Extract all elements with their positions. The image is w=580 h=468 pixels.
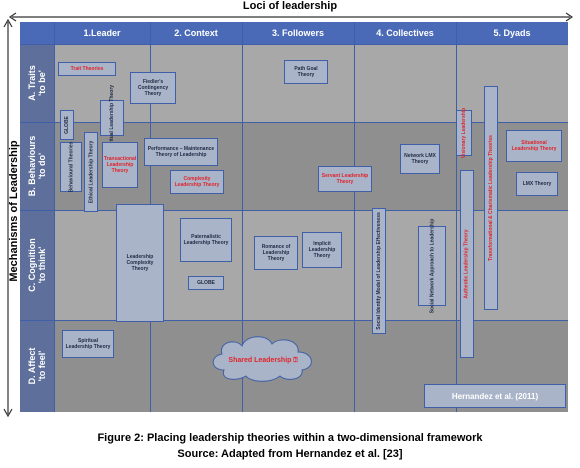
shared-leadership-label: Shared Leadership ⍰ <box>228 357 298 364</box>
row-header-affect: D. Affect 'to feel' <box>20 320 54 412</box>
hernandez-credit: Hernandez et al. (2011) <box>424 384 566 408</box>
box-complexity-leadership-red: Complexity Leadership Theory <box>170 170 224 194</box>
column-header-collectives: 4. Collectives <box>376 28 434 38</box>
column-header-followers: 3. Followers <box>271 28 324 38</box>
column-divider <box>354 22 355 412</box>
box-implicit-leadership-theory: Implicit Leadership Theory <box>302 232 342 268</box>
row-header-traits: A. Traits 'to be' <box>20 44 54 122</box>
box-network-lmx-theory: Network LMX Theory <box>400 144 440 174</box>
mechanisms-of-leadership-title: Mechanisms of Leadership <box>8 140 20 282</box>
column-header-dyads: 5. Dyads <box>493 28 531 38</box>
box-spiritual-leadership-traits: Spiritual Leadership Theory <box>100 85 124 151</box>
shared-leadership-cloud: Shared Leadership ⍰ <box>212 336 312 382</box>
box-social-identity-model: Social Identity Model of Leadership Effe… <box>372 208 386 334</box>
box-path-goal-theory: Path Goal Theory <box>284 60 328 84</box>
loci-of-leadership-title: Loci of leadership <box>242 0 338 12</box>
box-social-network-approach: Social Network Approach to Leadership <box>418 219 446 313</box>
box-globe-traits: GLOBE <box>60 110 74 140</box>
box-globe-cognition: GLOBE <box>188 276 224 290</box>
row-divider <box>20 44 568 45</box>
box-authentic-leadership-theory: Authentic Leadership Theory <box>460 170 474 358</box>
row-divider <box>20 210 568 211</box>
vertical-double-arrow <box>3 18 13 418</box>
box-situational-leadership-theory: Situational Leadership Theory <box>506 130 562 162</box>
box-servant-leadership-theory: Servant Leadership Theory <box>318 166 372 192</box>
column-divider <box>54 22 55 412</box>
source-caption: Source: Adapted from Hernandez et al. [2… <box>177 448 403 460</box>
box-fiedler-contingency-theory: Fiedler's Contingency Theory <box>130 72 176 104</box>
horizontal-double-arrow <box>8 12 574 22</box>
box-lmx-theory: LMX Theory <box>516 172 558 196</box>
column-divider <box>456 22 457 412</box>
column-header-context: 2. Context <box>174 28 218 38</box>
box-spiritual-leadership-affect: Spiritual Leadership Theory <box>62 330 114 358</box>
row-header-cognition: C. Cognition 'to think' <box>20 210 54 320</box>
row-header-behaviours: B. Behaviours 'to do' <box>20 122 54 210</box>
box-visionary-leadership: Visionary Leadership <box>456 108 472 158</box>
box-trait-theories: Trait Theories <box>58 62 116 76</box>
box-performance-maintenance-theory: Performance – Maintenance Theory of Lead… <box>144 138 218 166</box>
box-ethical-leadership-theory: Ethical Leadership Theory <box>84 132 98 212</box>
box-romance-of-leadership: Romance of Leadership Theory <box>254 236 298 270</box>
column-header-leader: 1.Leader <box>83 28 121 38</box>
column-header-band <box>20 22 568 44</box>
column-divider <box>242 22 243 412</box>
box-leadership-complexity-theory: Leadership Complexity Theory <box>116 204 164 322</box>
row-divider <box>20 320 568 321</box>
box-transformational-charismatic: Transformational & Charismatic Leadershi… <box>484 86 498 310</box>
figure-caption: Figure 2: Placing leadership theories wi… <box>97 432 483 444</box>
box-behavioural-theories: Behavioural Theories <box>60 142 82 192</box>
box-paternalistic-leadership-theory: Paternalistic Leadership Theory <box>180 218 232 262</box>
box-transactional-leadership-theory: Transactional Leadership Theory <box>102 142 138 188</box>
row-divider <box>20 122 568 123</box>
